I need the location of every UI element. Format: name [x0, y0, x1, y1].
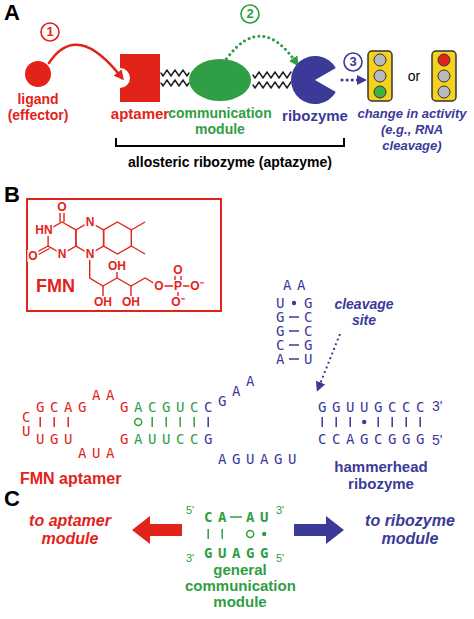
text-label: or: [408, 68, 420, 84]
text-label: G: [78, 400, 92, 414]
ribozyme-node: ribozyme: [279, 56, 351, 124]
text-label: C: [204, 400, 218, 414]
callout-circle: [344, 53, 362, 71]
text-label: G: [120, 400, 134, 414]
node-shape: [120, 54, 160, 102]
text-label: hammerhead ribozyme: [326, 458, 436, 493]
text-label: GCCGU: [304, 296, 314, 366]
effect-arrow: [342, 79, 364, 82]
effect-arrow: [226, 36, 297, 64]
text-label: 3': [276, 504, 284, 517]
text-label: AU: [246, 510, 274, 524]
text-label: O⁻: [170, 296, 185, 308]
text-label: ACGUC: [134, 400, 204, 414]
text-label: C: [4, 488, 20, 510]
text-label: CA: [204, 510, 232, 524]
text-label: C: [22, 410, 36, 424]
text-label: GGUUGCCC: [318, 400, 430, 414]
text-label: U: [22, 424, 36, 438]
text-label: allosteric ribozyme (aptazyme): [128, 154, 332, 170]
text-label: G: [120, 432, 134, 446]
text-label: O: [27, 250, 38, 262]
text-label: cleavage site: [328, 296, 400, 328]
linker-line: [161, 70, 189, 86]
direction-arrow: [294, 516, 344, 544]
text-label: CCAGCGGG: [318, 432, 430, 446]
text-label: B: [4, 184, 20, 206]
text-label: AUA: [78, 446, 120, 460]
text-label: N: [85, 248, 96, 260]
text-label: G: [218, 394, 232, 408]
text-label: AUUCC: [134, 432, 204, 446]
node-text: ribozyme: [279, 107, 351, 124]
direction-arrow: [132, 516, 182, 544]
text-label: OH: [121, 296, 141, 308]
text-label: general communication module: [185, 562, 295, 610]
text-label: UGU: [36, 432, 78, 446]
text-label: O: [56, 201, 67, 213]
text-label: GUAGG: [204, 546, 274, 560]
text-label: A: [4, 2, 20, 24]
text-label: GCA: [36, 400, 78, 414]
text-label: 3': [186, 552, 194, 565]
fmn-structure: [26, 198, 222, 312]
text-label: to aptamer module: [14, 512, 126, 549]
node-shape: [291, 56, 339, 104]
text-label: 5': [186, 504, 194, 517]
node-text: FMN: [36, 276, 75, 297]
text-label: 2: [246, 7, 253, 22]
text-label: 5': [432, 432, 442, 448]
text-label: G: [204, 432, 218, 446]
text-label: AA: [283, 278, 311, 292]
text-label: OH: [93, 296, 113, 308]
text-label: O: [172, 264, 183, 276]
text-label: OH: [107, 260, 127, 272]
text-label: O: [153, 280, 164, 292]
node-shape: [188, 58, 252, 102]
module-ellipse: communication module: [164, 58, 276, 137]
text-label: A: [246, 374, 260, 388]
text-label: UGGCA: [276, 296, 286, 366]
text-label: AGUAGU: [218, 452, 302, 466]
text-label: 3': [432, 398, 442, 414]
text-label: N: [85, 216, 96, 228]
node-text: change in activity (e.g., RNA cleavage): [352, 106, 472, 154]
activity-node: change in activity (e.g., RNA cleavage): [352, 50, 472, 154]
node-text: ligand (effector): [2, 91, 74, 123]
text-label: HN: [34, 224, 53, 236]
callout-circle: [241, 5, 259, 23]
ligand-node: ligand (effector): [2, 60, 74, 123]
text-label: O⁻: [189, 280, 204, 292]
bracket: [116, 138, 344, 146]
callout-circle: [41, 23, 59, 41]
text-label: to ribozyme module: [352, 512, 468, 549]
text-label: P: [173, 280, 183, 292]
fmn-box: FMN: [26, 198, 222, 312]
node-text: communication module: [164, 105, 276, 137]
node-text: aptamer: [110, 105, 170, 122]
text-label: AA: [92, 388, 120, 402]
text-label: 3: [349, 55, 356, 70]
text-label: N: [57, 248, 68, 260]
text-label: FMN aptamer: [20, 470, 121, 488]
effect-arrow: [49, 45, 122, 78]
text-label: 5': [276, 552, 284, 565]
node-shape: [24, 60, 52, 88]
text-label: A: [232, 384, 246, 398]
aptamer-node: aptamer: [110, 54, 170, 122]
text-label: 1: [46, 25, 53, 40]
linker-line: [253, 72, 291, 88]
